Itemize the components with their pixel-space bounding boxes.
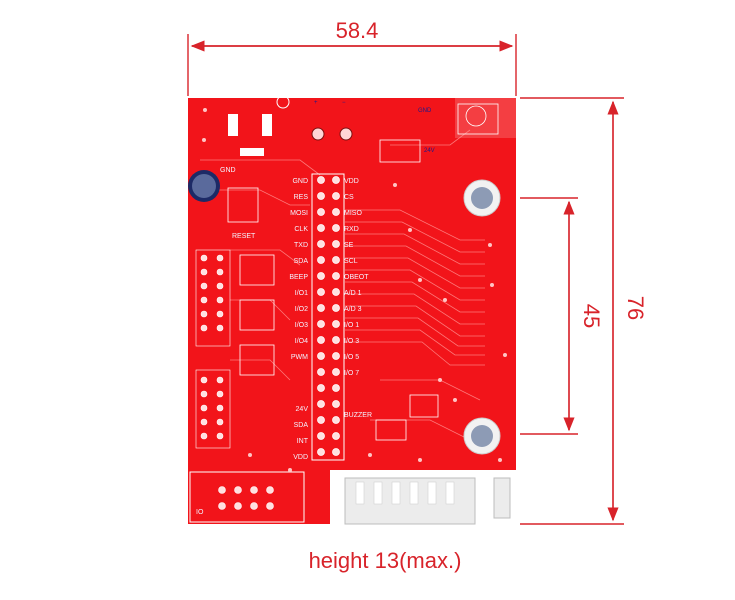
left-pin-label: I/O2 [295,306,308,313]
left-pin-label: VDD [293,454,308,461]
left-pin-label: CLK [294,226,308,233]
left-pin-header-lower [195,369,231,449]
right-pin-label: A/D 1 [344,290,362,297]
thickness-note: height 13(max.) [309,548,462,573]
right-pin-label: I/O 3 [344,338,359,345]
left-pin-label: I/O1 [295,290,308,297]
right-pin-label: SCL [344,258,358,265]
left-pin-label: BEEP [289,274,308,281]
hole-spacing-label: 45 [579,304,604,328]
bottom-left-connector [189,471,305,523]
vias [202,108,507,472]
24v-label: 24V [424,148,435,154]
gnd-top-label: GND [418,108,432,114]
width-dimension [187,34,517,96]
right-pin-label: I/O 7 [344,370,359,377]
right-pin-label: RXD [344,226,359,233]
left-pin-label: I/O3 [295,322,308,329]
svg-text:−: − [342,100,346,106]
mounting-hole-bottom [463,417,501,455]
left-pin-label: PWM [291,354,308,361]
left-pin-label: 24V [296,406,309,413]
pcb-board [188,98,516,525]
reset-label: RESET [232,233,256,240]
mounting-hole-left [188,170,220,202]
right-pin-label: I/O 5 [344,354,359,361]
right-pin-label: MISO [344,210,362,217]
total-height-label: 76 [623,296,648,320]
power-jack: + − [228,95,353,156]
right-pin-label: BUZZER [344,412,372,419]
left-pin-label: SDA [294,422,309,429]
right-pin-label: A/D 3 [344,306,362,313]
left-pin-label: I/O4 [295,338,308,345]
gnd-label: GND [220,167,236,174]
width-label: 58.4 [336,18,379,43]
left-pin-label: GND [292,178,308,185]
left-pin-header-upper [195,249,231,347]
right-pin-label: SE [344,242,354,249]
mounting-hole-top [463,179,501,217]
right-pin-label: VDD [344,178,359,185]
ic-chips [227,103,499,441]
right-pin-label: OBEOT [344,274,369,281]
left-pin-label: TXD [294,242,308,249]
right-header-labels: VDD CS MISO RXD SE SCL OBEOT A/D 1 A/D 3… [344,178,372,419]
pcb-traces [200,129,485,441]
left-pin-label: INT [297,438,309,445]
right-pin-label: CS [344,194,354,201]
left-pin-label: SDA [294,258,309,265]
io-label: IO [196,509,204,516]
height-dimension [520,97,624,525]
left-pin-label: RES [294,194,309,201]
hole-spacing-dimension [520,197,578,435]
svg-text:+: + [314,100,318,106]
center-pin-header [311,173,345,461]
left-pin-label: MOSI [290,210,308,217]
left-header-labels: GND RES MOSI CLK TXD SDA BEEP I/O1 I/O2 … [289,178,308,461]
right-pin-label: I/O 1 [344,322,359,329]
